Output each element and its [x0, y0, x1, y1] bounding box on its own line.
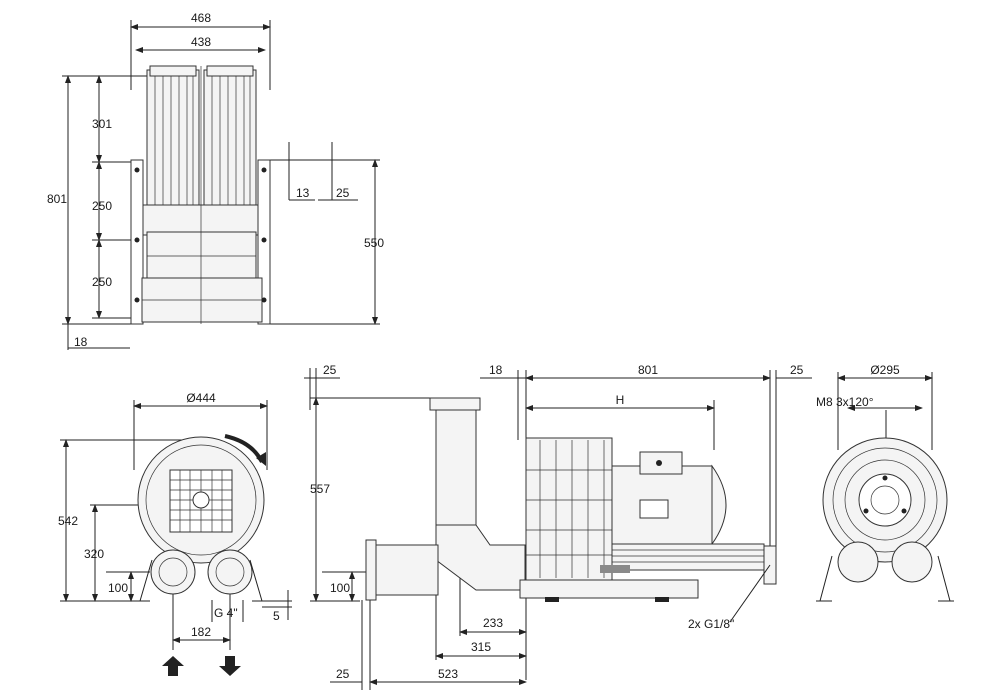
dim-801-side: 801	[638, 363, 658, 377]
dim-diameter-444: Ø444	[186, 391, 216, 405]
dim-557: 557	[310, 482, 330, 496]
dim-width-468: 468	[191, 11, 211, 25]
base-feet	[138, 559, 264, 602]
dim-base-18: 18	[74, 335, 88, 349]
blower-housing-top	[146, 231, 257, 283]
dim-height-542: 542	[58, 514, 78, 528]
port-label-g18: 2x G1/8"	[688, 617, 734, 631]
dim-diameter-295: Ø295	[870, 363, 900, 377]
dim-spacing-182: 182	[191, 625, 211, 639]
vertical-pipe	[435, 409, 477, 526]
end-port-left	[837, 541, 879, 583]
dim-height-801: 801	[47, 192, 67, 206]
blower-body	[525, 437, 613, 581]
dim-100-side: 100	[330, 581, 350, 595]
inlet-arrow-icon	[162, 656, 184, 676]
side-view: 25 557 100 18 801 25 H 233 315 25 523	[304, 363, 812, 690]
dim-233: 233	[483, 616, 503, 630]
dim-height-100: 100	[108, 581, 128, 595]
dim-upper-301: 301	[92, 117, 112, 131]
dim-foot-5: 5	[273, 609, 280, 623]
dim-25-top: 25	[323, 363, 337, 377]
dim-523: 523	[438, 667, 458, 681]
dim-side-13: 13	[296, 186, 310, 200]
port-left	[150, 549, 196, 595]
dim-25-bottom: 25	[336, 667, 350, 681]
end-view: Ø295 M8 3x120°	[816, 363, 954, 602]
base-plate	[519, 579, 699, 599]
dim-height-550: 550	[364, 236, 384, 250]
dim-width-438: 438	[191, 35, 211, 49]
end-port-right	[891, 541, 933, 583]
dim-315: 315	[471, 640, 491, 654]
outlet-arrow-icon	[219, 656, 241, 676]
dim-side-25: 25	[336, 186, 350, 200]
dim-height-320: 320	[84, 547, 104, 561]
motor-flange	[858, 473, 912, 527]
dim-thread-g4: G 4"	[214, 606, 238, 620]
dim-25-right: 25	[790, 363, 804, 377]
port-right	[207, 549, 253, 595]
top-view: 468 438 801 301 250 250 18 550 13 25	[47, 11, 384, 350]
dim-mid-250: 250	[92, 199, 112, 213]
front-view: Ø444 542 320 100 182 G 4" 5	[58, 391, 292, 676]
dim-bolt-m8: M8 3x120°	[816, 395, 874, 409]
dim-H: H	[616, 393, 625, 407]
end-base-feet	[816, 555, 954, 602]
dim-lower-250: 250	[92, 275, 112, 289]
motor-fins	[611, 543, 765, 571]
horizontal-pipe	[371, 544, 439, 596]
dim-18-side: 18	[489, 363, 503, 377]
